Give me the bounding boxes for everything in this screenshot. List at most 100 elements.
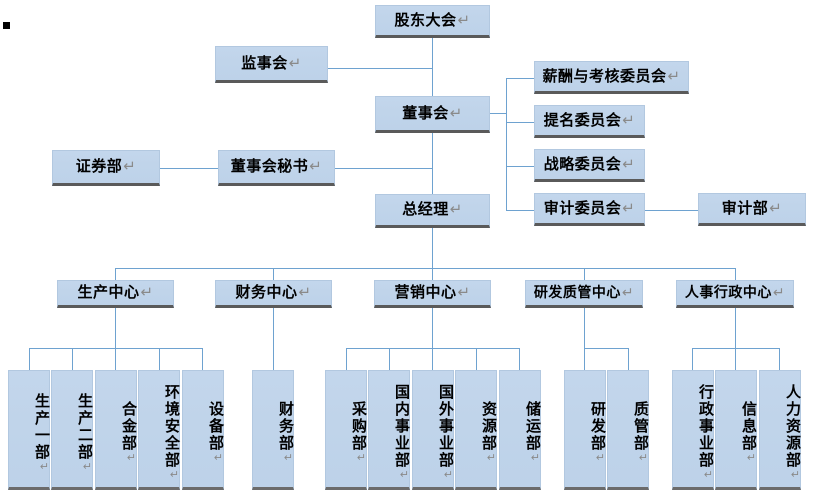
node-dept-equipment[interactable]: 设备部↵ xyxy=(182,370,225,490)
connector-rnd-drop-2 xyxy=(628,348,629,370)
node-label: 人事行政中心 xyxy=(684,284,772,301)
connector-marketing-drop-3 xyxy=(432,348,433,370)
connector-rnd-stem xyxy=(584,308,585,348)
paragraph-mark-icon: ↵ xyxy=(667,66,681,85)
node-label: 行政事业部 xyxy=(697,384,715,470)
paragraph-mark-icon: ↵ xyxy=(449,200,463,219)
node-shareholders-meeting[interactable]: 股东大会↵ xyxy=(375,5,490,38)
paragraph-mark-icon: ↵ xyxy=(140,283,154,302)
node-center-marketing[interactable]: 营销中心↵ xyxy=(374,280,491,308)
node-label: 研发质管中心 xyxy=(533,284,621,301)
node-board-of-supervisors[interactable]: 监事会↵ xyxy=(215,46,328,83)
connector-gm-to-bus xyxy=(432,228,433,268)
node-label: 提名委员会 xyxy=(543,110,622,129)
node-dept-administration-business[interactable]: 行政事业部↵ xyxy=(672,370,715,490)
connector-production-drop-5 xyxy=(202,348,203,370)
connector-bus-drop-hr xyxy=(735,268,736,280)
node-center-production[interactable]: 生产中心↵ xyxy=(57,280,174,308)
node-dept-research-development[interactable]: 研发部↵ xyxy=(564,370,607,490)
node-dept-production-two[interactable]: 生产二部↵ xyxy=(51,370,94,490)
node-committee-compensation-and-appraisal[interactable]: 薪酬与考核委员会↵ xyxy=(534,61,689,94)
node-label: 生产一部 xyxy=(33,392,51,461)
paragraph-mark-icon: ↵ xyxy=(621,284,635,301)
node-dept-overseas-business[interactable]: 国外事业部↵ xyxy=(412,370,455,490)
connector-rnd-drop-1 xyxy=(584,348,585,370)
connector-marketing-drop-1 xyxy=(346,348,347,370)
node-label: 质管部 xyxy=(632,401,650,453)
node-label: 国外事业部 xyxy=(437,384,455,470)
node-dept-environment-safety[interactable]: 环境安全部↵ xyxy=(138,370,181,490)
paragraph-mark-icon: ↵ xyxy=(82,459,92,473)
node-board-secretary[interactable]: 董事会秘书↵ xyxy=(218,150,335,186)
node-center-hr-admin[interactable]: 人事行政中心↵ xyxy=(676,280,794,308)
connector-supervisors-to-trunk xyxy=(328,68,433,69)
connector-hr-drop-3 xyxy=(779,348,780,370)
connector-bus-drop-finance xyxy=(273,268,274,280)
paragraph-mark-icon: ↵ xyxy=(213,451,223,465)
paragraph-mark-icon: ↵ xyxy=(288,53,302,72)
paragraph-mark-icon: ↵ xyxy=(443,468,453,482)
node-dept-production-one[interactable]: 生产一部↵ xyxy=(8,370,51,490)
connector-board-to-gm xyxy=(432,133,433,195)
connector-finance-stem xyxy=(273,308,274,370)
paragraph-mark-icon: ↵ xyxy=(126,451,136,465)
connector-production-stem xyxy=(115,308,116,348)
connector-committee-4 xyxy=(506,210,534,211)
node-dept-human-resources[interactable]: 人力资源部↵ xyxy=(759,370,802,490)
node-dept-procurement[interactable]: 采购部↵ xyxy=(325,370,368,490)
paragraph-mark-icon: ↵ xyxy=(309,157,323,176)
node-general-manager[interactable]: 总经理↵ xyxy=(375,194,490,228)
paragraph-mark-icon: ↵ xyxy=(595,451,605,465)
node-dept-storage-transport[interactable]: 储运部↵ xyxy=(499,370,542,490)
connector-center-bus xyxy=(115,268,735,269)
paragraph-mark-icon: ↵ xyxy=(769,198,783,217)
paragraph-mark-icon: ↵ xyxy=(703,468,713,482)
connector-production-drop-2 xyxy=(72,348,73,370)
node-label: 人力资源部 xyxy=(784,384,802,470)
paragraph-mark-icon: ↵ xyxy=(457,283,471,302)
node-label: 研发部 xyxy=(589,401,607,453)
node-label: 董事会 xyxy=(402,103,449,122)
node-center-finance[interactable]: 财务中心↵ xyxy=(215,280,332,308)
node-audit-department[interactable]: 审计部↵ xyxy=(698,193,806,226)
connector-marketing-drop-4 xyxy=(476,348,477,370)
paragraph-mark-icon: ↵ xyxy=(123,157,137,176)
node-committee-audit[interactable]: 审计委员会↵ xyxy=(534,193,645,226)
paragraph-mark-icon: ↵ xyxy=(790,468,800,482)
node-dept-domestic-business[interactable]: 国内事业部↵ xyxy=(368,370,411,490)
node-center-rnd-quality[interactable]: 研发质管中心↵ xyxy=(525,280,643,308)
node-dept-information[interactable]: 信息部↵ xyxy=(715,370,758,490)
node-label: 合金部 xyxy=(120,401,138,453)
node-securities-department[interactable]: 证券部↵ xyxy=(52,150,160,186)
node-label: 生产中心 xyxy=(77,283,140,302)
paragraph-mark-icon: ↵ xyxy=(283,451,293,465)
connector-production-drop-1 xyxy=(29,348,30,370)
connector-committee-1 xyxy=(506,78,534,79)
connector-production-drop-4 xyxy=(159,348,160,370)
node-label: 股东大会 xyxy=(394,10,457,29)
connector-board-to-committee-trunk xyxy=(490,113,506,114)
node-board-of-directors[interactable]: 董事会↵ xyxy=(375,96,490,133)
node-dept-resources[interactable]: 资源部↵ xyxy=(455,370,498,490)
paragraph-mark-icon: ↵ xyxy=(169,468,179,482)
node-label: 采购部 xyxy=(350,401,368,453)
paragraph-mark-icon: ↵ xyxy=(457,10,471,29)
node-committee-strategy[interactable]: 战略委员会↵ xyxy=(534,149,645,182)
node-label: 战略委员会 xyxy=(543,154,622,173)
paragraph-mark-icon: ↵ xyxy=(638,451,648,465)
node-label: 营销中心 xyxy=(394,283,457,302)
document-corner-mark xyxy=(3,22,10,29)
node-dept-finance[interactable]: 财务部↵ xyxy=(252,370,295,490)
node-dept-quality-control[interactable]: 质管部↵ xyxy=(607,370,650,490)
connector-shareholders-to-board xyxy=(432,38,433,100)
paragraph-mark-icon: ↵ xyxy=(39,459,49,473)
paragraph-mark-icon: ↵ xyxy=(622,154,636,173)
node-committee-nomination[interactable]: 提名委员会↵ xyxy=(534,105,645,138)
node-label: 证券部 xyxy=(75,157,123,176)
paragraph-mark-icon: ↵ xyxy=(622,198,636,217)
node-label: 审计委员会 xyxy=(543,198,622,217)
node-dept-alloy[interactable]: 合金部↵ xyxy=(95,370,138,490)
connector-bus-drop-marketing xyxy=(432,268,433,280)
node-label: 信息部 xyxy=(740,401,758,453)
